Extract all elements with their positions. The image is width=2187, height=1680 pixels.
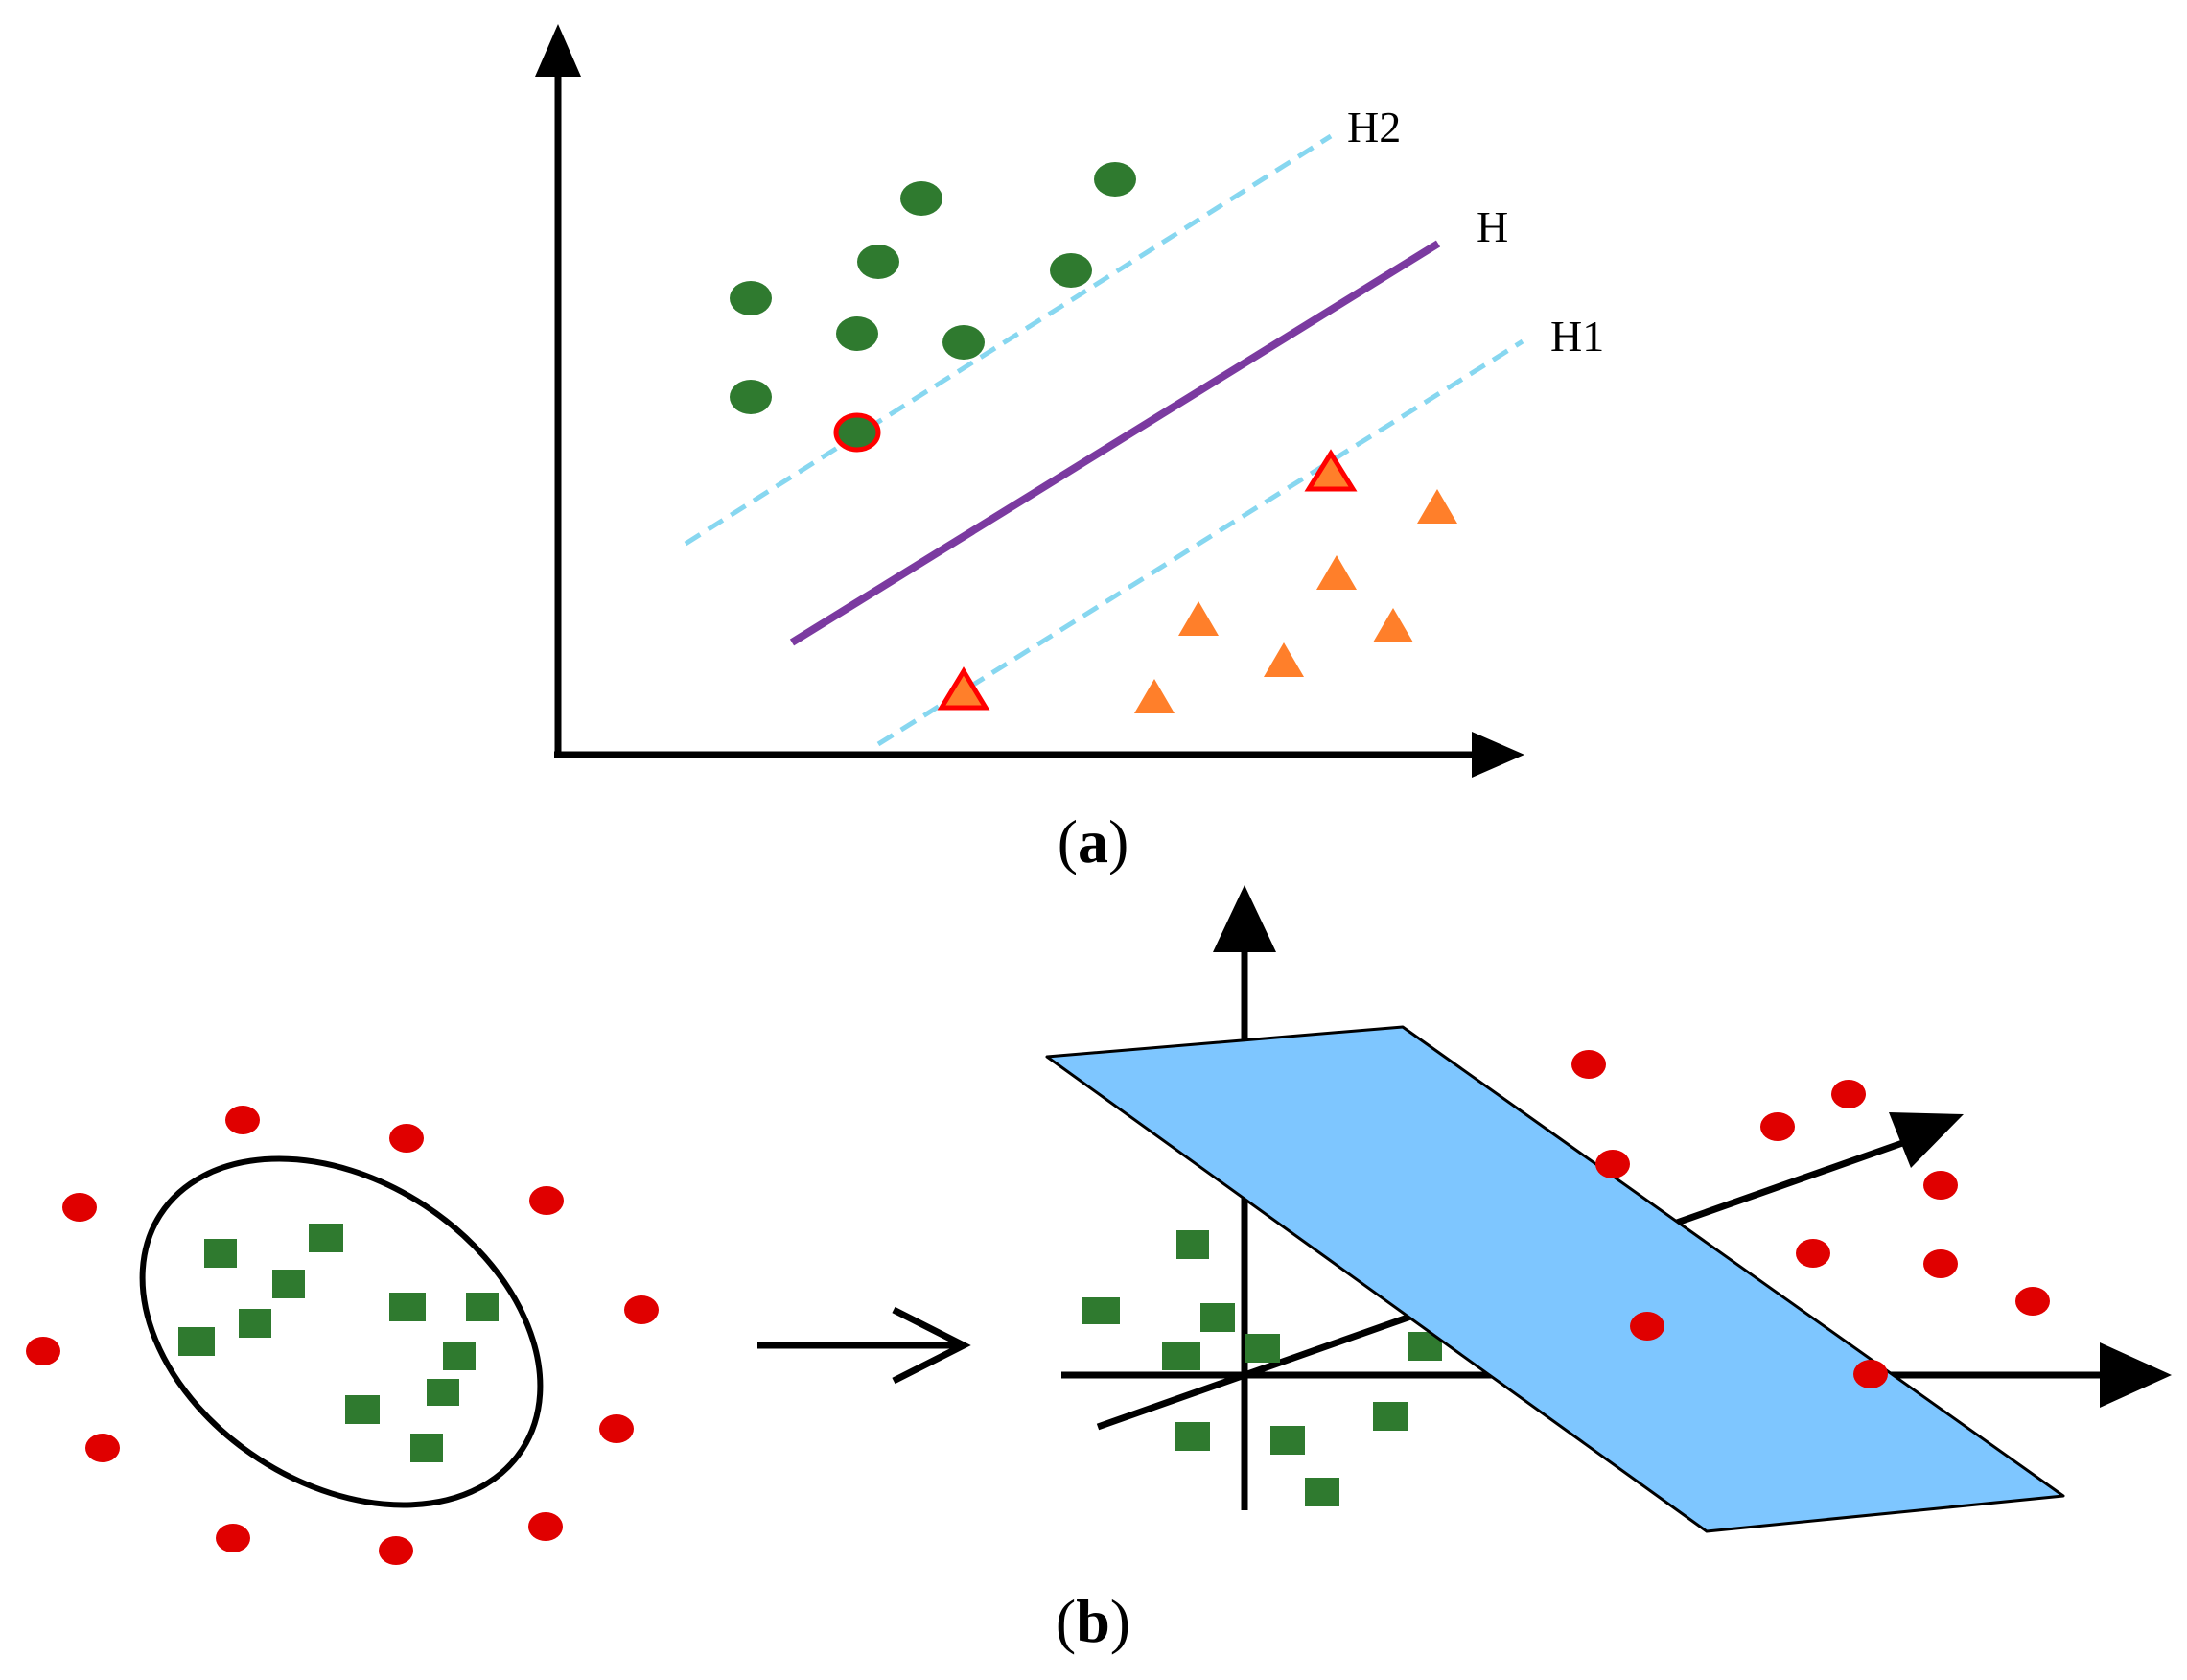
green-square xyxy=(1305,1478,1339,1506)
green-circle xyxy=(1050,253,1092,288)
margin-line-h2 xyxy=(684,133,1333,547)
green-square xyxy=(309,1224,343,1252)
support-vector-circle xyxy=(833,412,881,453)
red-dot xyxy=(599,1414,634,1443)
orange-triangle xyxy=(1264,642,1304,677)
green-square xyxy=(1245,1334,1280,1363)
green-circle xyxy=(730,380,772,414)
green-square xyxy=(1373,1402,1408,1431)
orange-triangle xyxy=(1178,601,1219,636)
inner-squares xyxy=(178,1224,499,1462)
green-square xyxy=(1082,1297,1120,1324)
red-dot xyxy=(62,1193,97,1222)
red-dot xyxy=(1796,1239,1830,1268)
red-dot xyxy=(379,1536,413,1565)
red-dot xyxy=(1760,1112,1795,1141)
label-h1: H1 xyxy=(1550,312,1604,361)
margin-line-h1 xyxy=(876,338,1524,747)
mapping-arrow xyxy=(757,1306,971,1385)
green-square xyxy=(410,1434,443,1462)
panel-b-input-space xyxy=(26,1106,659,1565)
orange-triangle xyxy=(1417,489,1457,524)
caption-a: (a) xyxy=(1058,807,1129,875)
green-square xyxy=(466,1293,499,1321)
green-circle xyxy=(1094,162,1136,197)
green-square xyxy=(1162,1342,1200,1370)
green-square xyxy=(1270,1426,1305,1455)
red-dot xyxy=(2015,1287,2050,1316)
panel-a: H2 H H1 (a) xyxy=(535,24,1604,875)
separating-plane xyxy=(1045,1025,2065,1533)
label-h: H xyxy=(1477,202,1508,251)
panel-b-feature-space xyxy=(1045,885,2172,1533)
green-circle xyxy=(857,245,899,279)
red-dot xyxy=(225,1106,260,1134)
red-dot xyxy=(624,1295,659,1324)
green-square xyxy=(1200,1303,1235,1332)
feature-squares xyxy=(1082,1230,1442,1506)
red-dot xyxy=(528,1512,563,1541)
hyperplane-h xyxy=(789,240,1441,646)
red-dot xyxy=(389,1124,424,1153)
red-dot xyxy=(1853,1360,1888,1388)
green-square xyxy=(272,1270,305,1298)
label-h2: H2 xyxy=(1347,103,1401,152)
red-dot xyxy=(1630,1312,1664,1341)
feature-z-arrowhead xyxy=(1213,885,1276,952)
red-dot xyxy=(26,1337,60,1365)
green-square xyxy=(178,1327,215,1356)
feature-x-arrowhead xyxy=(2100,1342,2172,1408)
caption-b: (b) xyxy=(1056,1587,1130,1655)
panel-a-x-arrowhead xyxy=(1472,732,1524,778)
red-dot xyxy=(1831,1080,1866,1108)
panel-a-axes xyxy=(535,24,1524,778)
green-square xyxy=(204,1239,237,1268)
red-dot xyxy=(1571,1050,1606,1079)
green-square xyxy=(443,1342,476,1370)
class-circles xyxy=(730,162,1136,453)
green-circle xyxy=(942,325,985,360)
orange-triangle xyxy=(1316,555,1357,590)
red-dot xyxy=(85,1434,120,1462)
panel-a-y-arrowhead xyxy=(535,24,581,77)
class-triangles xyxy=(937,449,1457,713)
green-square xyxy=(427,1379,459,1406)
red-dot xyxy=(1923,1171,1958,1200)
outer-dots xyxy=(26,1106,659,1565)
green-square xyxy=(345,1395,380,1424)
red-dot xyxy=(529,1186,564,1215)
orange-triangle xyxy=(1373,608,1413,642)
green-circle xyxy=(900,181,942,216)
orange-triangle xyxy=(1134,679,1175,713)
red-dot xyxy=(1595,1150,1630,1178)
green-circle xyxy=(730,281,772,315)
decision-ellipse xyxy=(139,1155,544,1508)
green-square xyxy=(239,1309,271,1338)
green-square xyxy=(1176,1230,1209,1259)
feature-dots xyxy=(1571,1050,2050,1388)
support-vector-triangle xyxy=(937,666,990,711)
green-square xyxy=(1175,1422,1210,1451)
red-dot xyxy=(216,1524,250,1552)
feature-y-arrowhead xyxy=(1889,1112,1964,1168)
red-dot xyxy=(1923,1249,1958,1278)
green-circle xyxy=(836,316,878,351)
green-square xyxy=(389,1293,426,1321)
support-vector-triangle xyxy=(1304,449,1358,492)
